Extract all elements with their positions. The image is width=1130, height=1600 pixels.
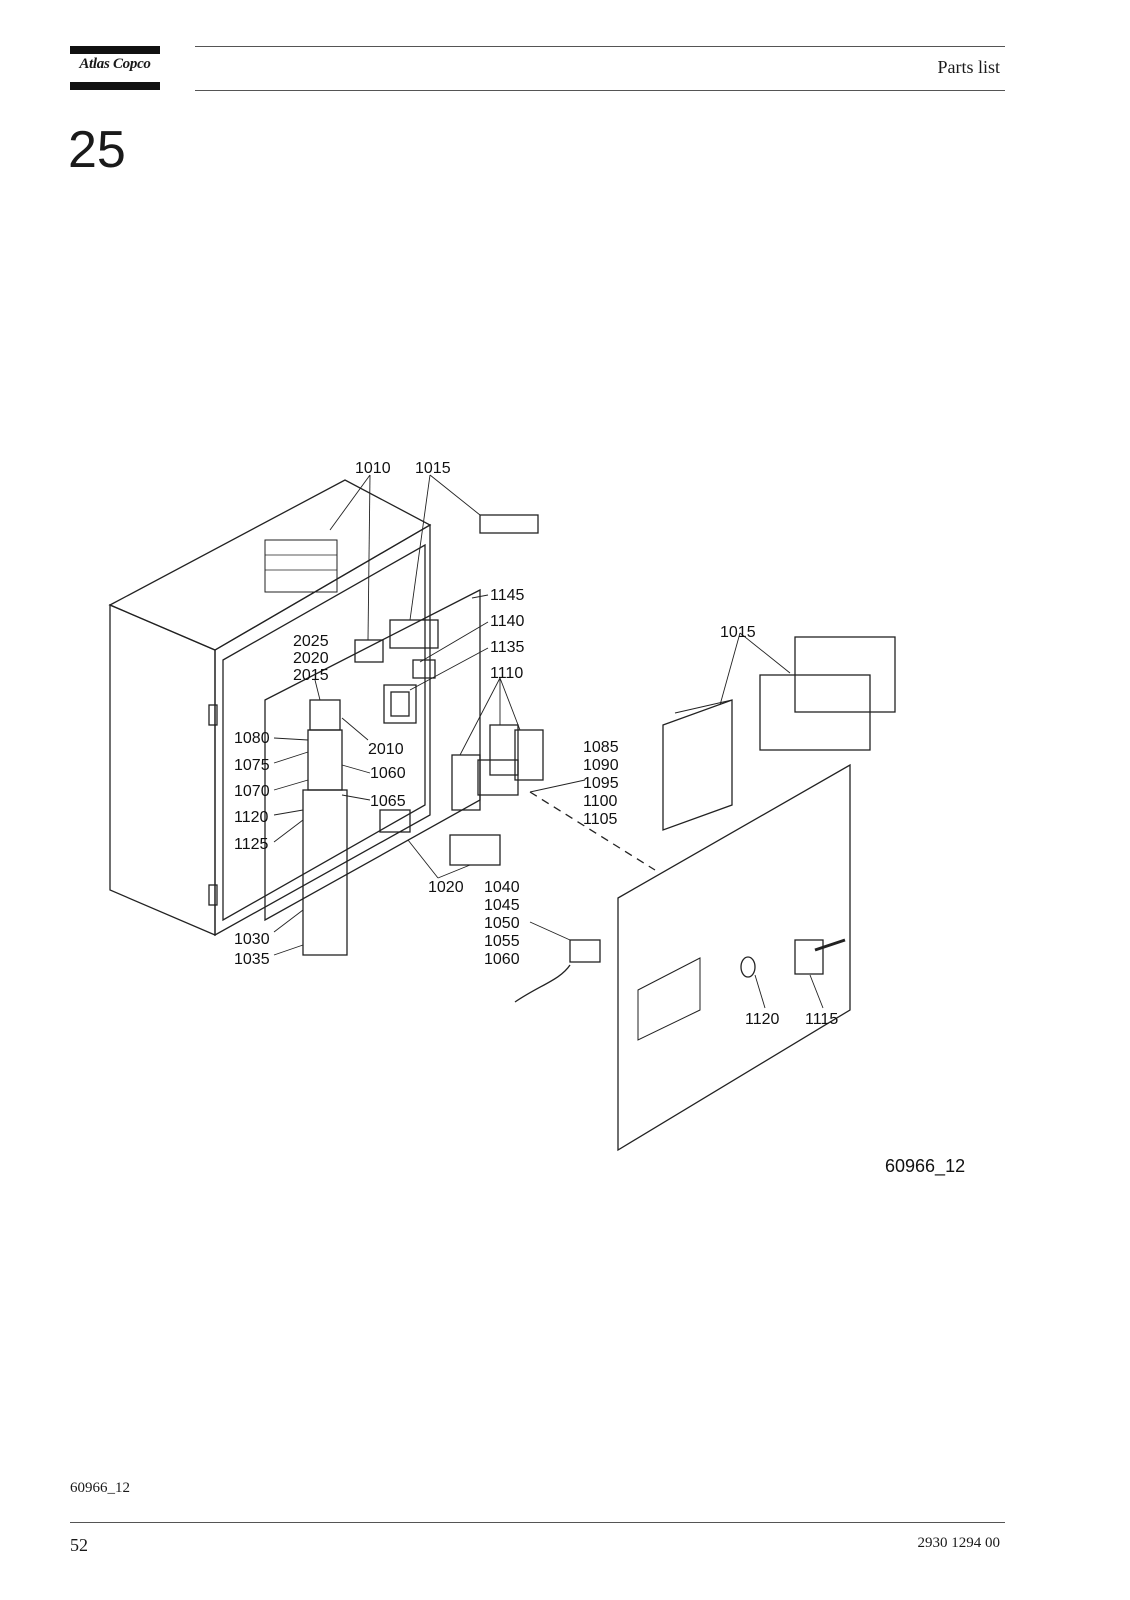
callout-1125: 1125 [234, 836, 269, 853]
assembly-guide-line [529, 791, 656, 871]
terminal-rail-stack [302, 789, 348, 956]
section-title: Parts list [937, 57, 1000, 77]
plate-label-1010 [354, 639, 384, 663]
callout-1085: 1085 [583, 739, 619, 756]
callout-1045: 1045 [484, 897, 520, 914]
main-switch-1115 [794, 939, 824, 975]
callout-1040: 1040 [484, 879, 520, 896]
chapter-number: 25 [68, 121, 126, 179]
callout-1105: 1105 [583, 811, 618, 828]
logo-bar-top [70, 46, 160, 54]
plate-label-1015 [389, 619, 439, 649]
symbol-label-1015 [479, 514, 539, 534]
callout-1010: 1010 [355, 460, 391, 477]
cabinet-front-frame [214, 523, 431, 937]
callout-2010: 2010 [368, 741, 404, 758]
callout-2020: 2020 [293, 650, 329, 667]
callout-1055: 1055 [484, 933, 520, 950]
callout-1060-b: 1060 [484, 951, 520, 968]
callout-2015: 2015 [293, 667, 329, 684]
cabinet-door [617, 763, 851, 1152]
logo-brand-text: Atlas Copco [79, 56, 151, 72]
callout-1090: 1090 [583, 757, 619, 774]
document-pocket-front [662, 699, 733, 831]
module-1140-window [390, 691, 410, 717]
document-number: 2930 1294 00 [917, 1535, 1001, 1551]
callout-1020: 1020 [428, 879, 464, 896]
door-hinge-upper [208, 704, 218, 726]
callout-1015-right: 1015 [720, 624, 756, 641]
cabinet-side-face [109, 604, 216, 936]
callout-1100: 1100 [583, 793, 618, 810]
callout-1065: 1065 [370, 793, 406, 810]
callout-1060-a: 1060 [370, 765, 406, 782]
callout-1035: 1035 [234, 951, 270, 968]
contactor-c [514, 729, 544, 781]
callout-1145: 1145 [490, 587, 525, 604]
callout-1070: 1070 [234, 783, 270, 800]
cable-connector-1040 [514, 964, 571, 1003]
cabinet-warning-label [264, 539, 338, 593]
callout-1120-a: 1120 [234, 809, 269, 826]
callout-1080: 1080 [234, 730, 270, 747]
module-1135 [412, 659, 436, 679]
callout-1135: 1135 [490, 639, 525, 656]
cabinet-top-face [108, 479, 432, 651]
main-switch-handle [814, 938, 846, 952]
atlas-copco-logo: Atlas Copco [70, 46, 160, 92]
contactor-a [451, 754, 481, 811]
plate-label-1020 [379, 809, 411, 833]
footer-figure-ref: 60966_12 [70, 1480, 130, 1496]
callout-1050: 1050 [484, 915, 520, 932]
callout-1115: 1115 [805, 1011, 838, 1028]
callout-1015-top: 1015 [415, 460, 451, 477]
callout-1030: 1030 [234, 931, 270, 948]
terminal-block-mid [307, 729, 343, 791]
callout-1120-b: 1120 [745, 1011, 780, 1028]
module-1140 [383, 684, 417, 724]
door-hinge-lower [208, 884, 218, 906]
header-rule-bottom [195, 90, 1005, 91]
footer-rule [70, 1522, 1005, 1523]
indicator-lamp-1120 [740, 956, 756, 978]
callout-1140: 1140 [490, 613, 525, 630]
callout-1075: 1075 [234, 757, 270, 774]
contactor-base [477, 759, 519, 796]
page-number: 52 [70, 1535, 88, 1555]
callout-2025: 2025 [293, 633, 329, 650]
door-cutout [637, 957, 701, 1041]
connector-plug [569, 939, 601, 963]
wiring-diagram-sheet-2 [794, 636, 896, 713]
callout-1110: 1110 [490, 665, 523, 682]
contactor-b [489, 724, 519, 776]
nameplate-label [449, 834, 501, 866]
callout-1095: 1095 [583, 775, 619, 792]
figure-code: 60966_12 [885, 1156, 965, 1177]
logo-bar-bottom [70, 82, 160, 90]
cabinet-door-opening [222, 543, 426, 922]
header-rule-top [195, 46, 1005, 47]
terminal-block-top [309, 699, 341, 731]
